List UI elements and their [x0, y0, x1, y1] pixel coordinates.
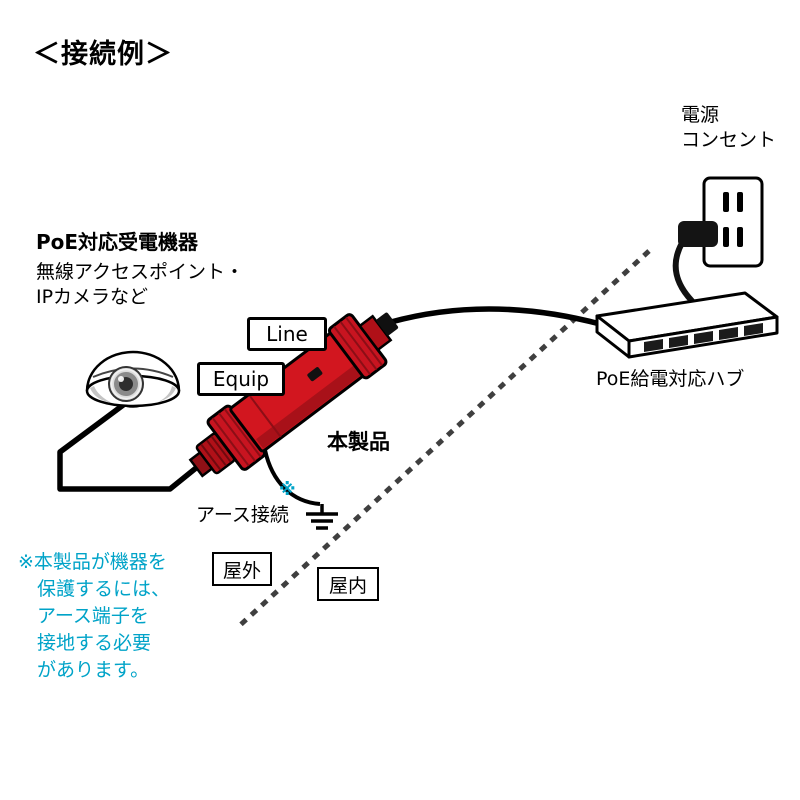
ground-asterisk: ※ — [279, 480, 296, 500]
outdoor-zone-label: 屋外 — [212, 552, 272, 586]
power-plug — [678, 221, 718, 247]
indoor-zone-label: 屋内 — [317, 567, 379, 601]
powered-device-heading: PoE対応受電機器 — [36, 230, 199, 254]
camera-lens — [108, 366, 144, 402]
ip-camera — [85, 350, 181, 408]
diagram-title: ＜接続例＞ — [33, 39, 173, 70]
footnote-line3: アース端子を — [37, 605, 149, 627]
line-port-callout: Line — [247, 317, 327, 351]
outlet-label: 電源 コンセント — [681, 103, 776, 153]
wall-outlet — [678, 176, 764, 268]
camera-cable — [57, 397, 199, 492]
equip-port-callout: Equip — [197, 362, 285, 396]
footnote-line4: 接地する必要 — [37, 632, 152, 654]
footnote: ※本製品が機器を 保護するには、 アース端子を 接地する必要 があります。 — [18, 549, 170, 684]
powered-device-desc-line2: IPカメラなど — [36, 286, 149, 308]
hub-ports — [644, 323, 763, 352]
power-cord — [672, 240, 695, 304]
powered-device-label: PoE対応受電機器 無線アクセスポイント・ IPカメラなど — [36, 226, 244, 310]
footnote-line5: があります。 — [37, 659, 150, 681]
hub-label: PoE給電対応ハブ — [596, 368, 745, 390]
powered-device-desc-line1: 無線アクセスポイント・ — [36, 261, 245, 283]
outlet-label-line2: コンセント — [681, 129, 777, 151]
product-label: 本製品 — [327, 430, 390, 454]
indoor-outdoor-boundary-line — [235, 249, 651, 630]
outlet-label-line1: 電源 — [681, 104, 720, 126]
hub-cable — [388, 306, 603, 327]
ground-connection-label: アース接続 — [196, 504, 289, 526]
footnote-line1: ※本製品が機器を — [18, 551, 167, 573]
surge-protector-device — [188, 312, 399, 478]
footnote-line2: 保護するには、 — [37, 578, 171, 600]
poe-hub — [595, 291, 779, 359]
earth-ground-symbol — [263, 449, 338, 530]
